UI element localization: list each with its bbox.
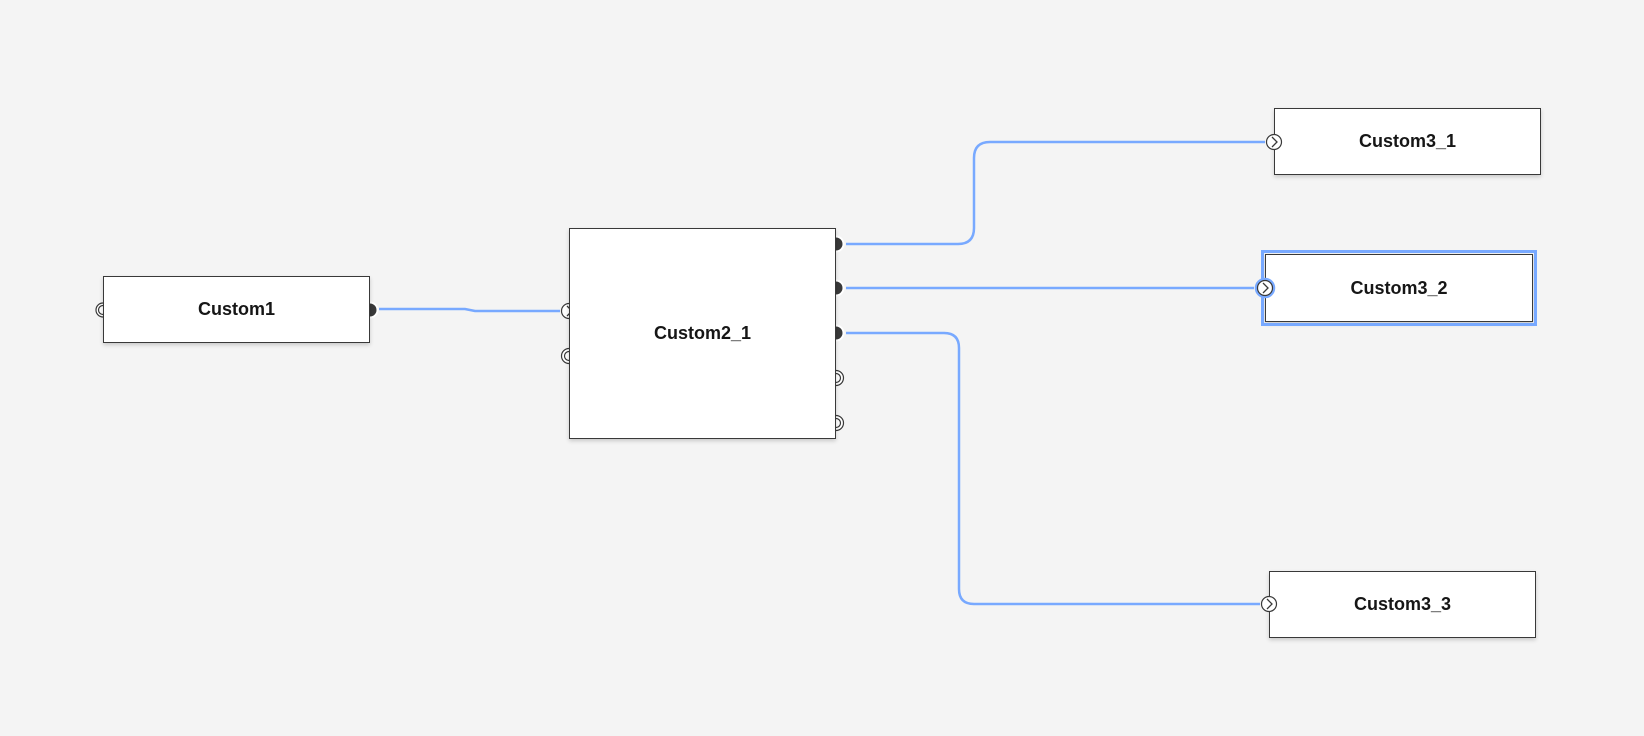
node-custom3_3[interactable]: Custom3_3 <box>1269 571 1536 638</box>
node-custom1[interactable]: Custom1 <box>103 276 370 343</box>
node-custom2_1-label: Custom2_1 <box>653 323 752 343</box>
node-custom1-label: Custom1 <box>197 299 275 319</box>
node-custom3_3-label: Custom3_3 <box>1353 594 1452 614</box>
node-custom3_1-label: Custom3_1 <box>1358 131 1457 151</box>
node-custom3_2-label: Custom3_2 <box>1350 277 1448 298</box>
link-custom2_1-to-custom3_1[interactable] <box>846 140 1265 246</box>
link-custom2_1-to-custom3_3[interactable] <box>846 331 1260 606</box>
node-custom3_1[interactable]: Custom3_1 <box>1274 108 1541 175</box>
node-custom3_2[interactable]: Custom3_2 <box>1261 250 1537 326</box>
node-custom2_1[interactable]: Custom2_1 <box>569 228 836 439</box>
link-custom1-to-custom2_1[interactable] <box>379 307 560 313</box>
